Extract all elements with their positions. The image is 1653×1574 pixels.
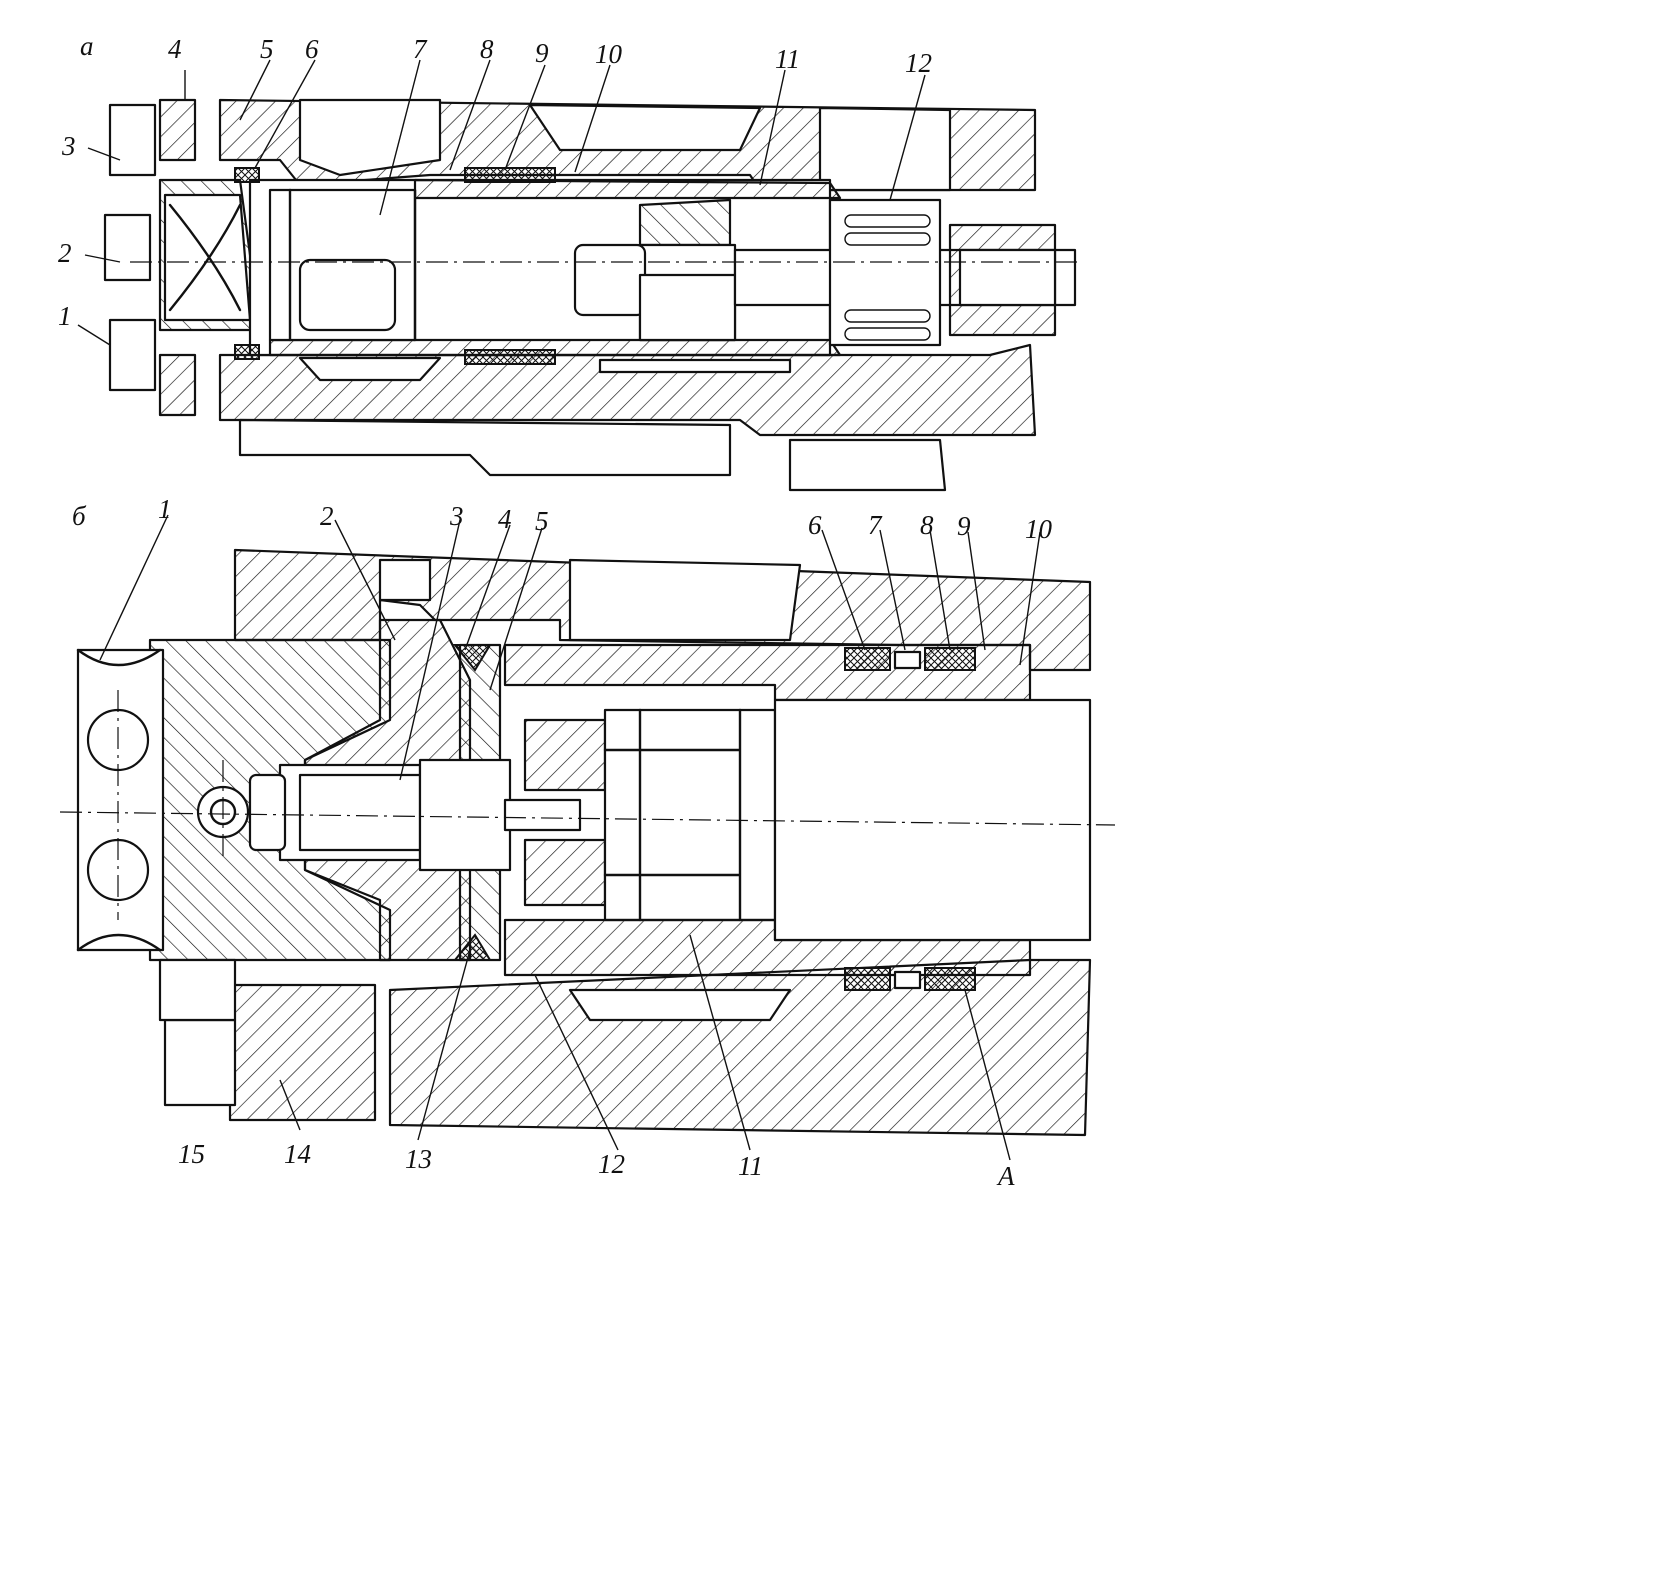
label-a-12: 12 — [905, 48, 932, 78]
nut-3-inner-b — [298, 773, 422, 852]
label-b-1: 1 — [158, 494, 172, 524]
label-a-8: 8 — [480, 34, 494, 64]
figure-a-tag: а — [80, 31, 94, 61]
label-a-3: 3 — [61, 131, 76, 161]
plunger-seal-a — [638, 198, 732, 247]
housing-pocket2-bottom-a — [598, 358, 792, 374]
seal-6-a-bot — [234, 344, 260, 360]
label-b-A: А — [996, 1161, 1015, 1191]
label-a-6: 6 — [305, 34, 319, 64]
foot-a-left — [238, 418, 732, 477]
seal-6-a-top — [234, 167, 260, 183]
spring-coils-a — [844, 214, 931, 341]
housing-window2-top-a — [818, 106, 952, 192]
plunger-block-bot-b — [523, 838, 607, 907]
bolt-15-cap-b — [158, 958, 237, 1022]
figure-b: б — [59, 494, 1116, 1191]
spring-12-a — [828, 198, 942, 347]
housing-bottom-b — [388, 958, 1092, 1137]
packing-8-b-bot — [924, 967, 976, 991]
bolt-head-1-a — [108, 103, 157, 177]
label-a-9: 9 — [535, 38, 549, 68]
clamp-plate-a-bot — [158, 353, 197, 417]
label-b-11: 11 — [738, 1151, 763, 1181]
seal-cup-top-b — [452, 644, 492, 672]
housing-pocket-bottom-a — [298, 356, 442, 382]
housing-window-b — [568, 558, 802, 642]
figure-a: а — [58, 31, 1080, 492]
figure-b-tag: б — [72, 501, 87, 531]
label-b-4: 4 — [498, 504, 512, 534]
foot-a-right — [788, 438, 947, 492]
cover-cone-inner-a — [168, 203, 242, 312]
cage-b — [603, 708, 777, 922]
label-b-3: 3 — [449, 501, 464, 531]
plunger-nut-a — [573, 243, 647, 317]
label-b-13: 13 — [405, 1144, 432, 1174]
flange-14-b — [228, 983, 377, 1122]
packing-6-b-top — [844, 647, 891, 671]
bolt-head-2-a — [103, 213, 152, 282]
clamp-plate-a-top — [158, 98, 197, 162]
plunger-rod-b — [503, 798, 582, 832]
housing-window-top-a — [298, 98, 442, 177]
leaders-a — [77, 59, 926, 346]
label-a-7: 7 — [413, 34, 428, 64]
label-a-11: 11 — [775, 44, 800, 74]
label-b-12: 12 — [598, 1149, 625, 1179]
label-a-5: 5 — [260, 34, 274, 64]
packing-6-b-bot — [844, 967, 891, 991]
plunger-head-b — [418, 758, 512, 872]
label-b-15: 15 — [178, 1139, 205, 1169]
label-b-6: 6 — [808, 510, 822, 540]
seal-cup-bot-b — [452, 933, 492, 961]
label-a-2: 2 — [58, 238, 72, 268]
housing-step-b — [378, 558, 432, 602]
nut-hex-b — [248, 773, 287, 852]
packing-9-a-top — [464, 167, 556, 183]
plunger-body-a — [638, 273, 737, 342]
bolt-head-3-a — [108, 318, 157, 392]
label-b-14: 14 — [284, 1139, 311, 1169]
label-a-1: 1 — [58, 301, 72, 331]
label-b-10: 10 — [1025, 514, 1053, 544]
housing-window3-top-a — [528, 103, 762, 152]
label-a-4: 4 — [168, 34, 182, 64]
label-b-2: 2 — [320, 501, 334, 531]
packing-7-b-bot — [893, 970, 922, 990]
plunger-block-top-b — [523, 718, 607, 792]
bolt-15-b — [163, 1018, 237, 1107]
label-b-7: 7 — [868, 510, 883, 540]
adaptor-bore-b — [76, 648, 165, 952]
packing-9-a-bot — [464, 349, 556, 365]
axis-b — [59, 811, 1116, 826]
piston-7-inner-a — [298, 258, 397, 332]
label-b-8: 8 — [920, 510, 934, 540]
packing-7-b-top — [893, 650, 922, 670]
housing-pocket-b — [568, 988, 792, 1022]
label-b-5: 5 — [535, 506, 549, 536]
packing-8-b-top — [924, 647, 976, 671]
bore-b — [773, 698, 1092, 942]
label-b-9: 9 — [957, 511, 971, 541]
leaders-b — [99, 514, 1041, 1161]
label-a-10: 10 — [595, 39, 623, 69]
